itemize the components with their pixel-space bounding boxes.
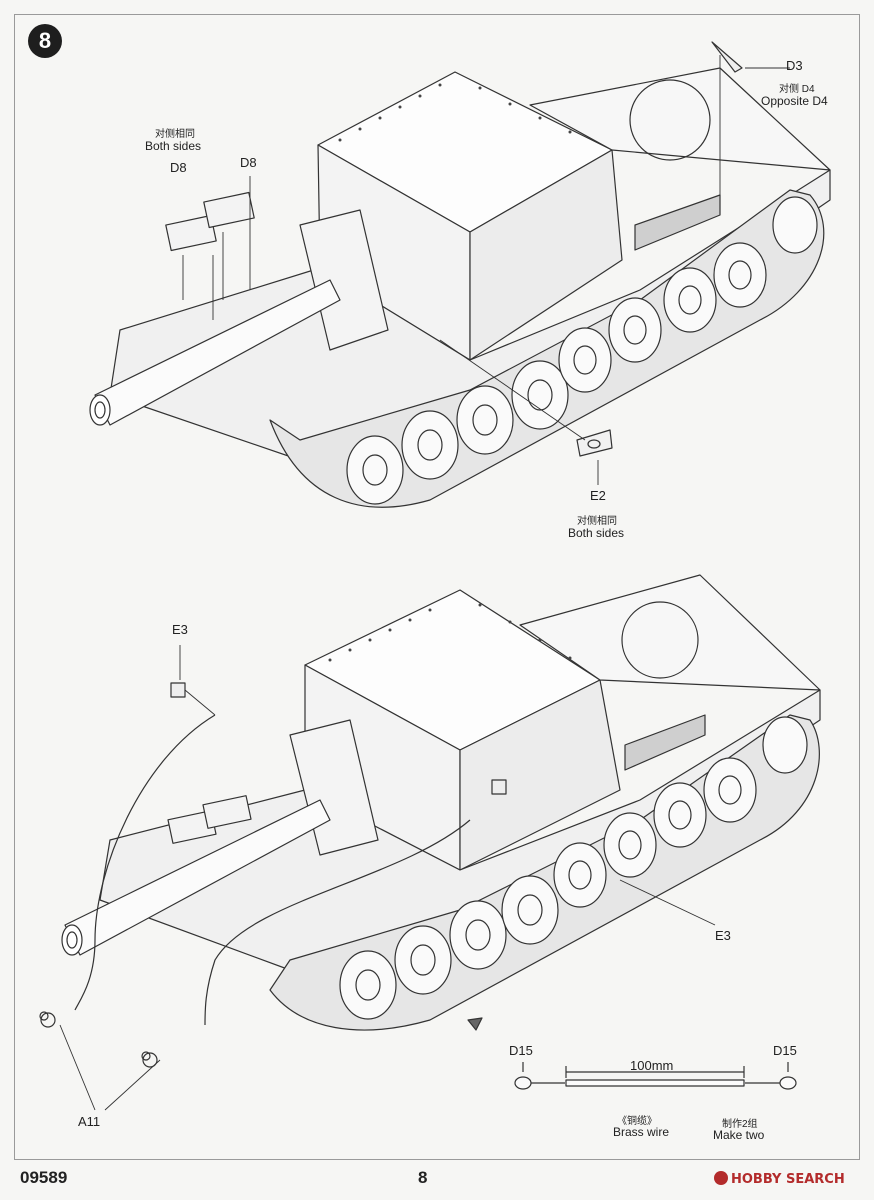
brass-wire-detail xyxy=(514,1062,797,1090)
wire-note-cn: 《铜缆》 xyxy=(617,1116,657,1127)
page-number: 8 xyxy=(418,1168,428,1187)
callout-d3: D3 xyxy=(786,58,803,73)
callout-e3-top: E3 xyxy=(172,622,188,637)
callout-a11: A11 xyxy=(78,1114,101,1129)
hobby-search-icon xyxy=(714,1171,728,1185)
callout-e2-note-en: Both sides xyxy=(568,526,625,540)
callout-d8-left-note-en: Both sides xyxy=(145,139,202,153)
callout-d8-left: D8 xyxy=(170,160,187,175)
callout-d3-note-en: Opposite D4 xyxy=(761,94,828,108)
callout-d15-left: D15 xyxy=(509,1043,533,1058)
callout-e3-right: E3 xyxy=(715,928,731,943)
product-code: 09589 xyxy=(20,1168,68,1187)
make-note-cn: 制作2组 xyxy=(722,1119,758,1130)
callout-d3-note-cn: 对侧 D4 xyxy=(779,84,815,95)
page-frame xyxy=(14,14,860,1160)
make-note-en: Make two xyxy=(713,1128,765,1142)
wire-note-en: Brass wire xyxy=(613,1125,670,1139)
callout-e2-note-cn: 对侧相同 xyxy=(577,516,617,527)
callout-d8-left-note-cn: 对侧相同 xyxy=(155,129,195,140)
wire-length: 100mm xyxy=(630,1058,674,1073)
watermark-logo: HOBBY SEARCH xyxy=(714,1171,845,1187)
step-number-badge: 8 xyxy=(28,24,62,58)
watermark-text: HOBBY SEARCH xyxy=(731,1172,845,1187)
callout-e2: E2 xyxy=(590,488,606,503)
callout-d15-right: D15 xyxy=(773,1043,797,1058)
callout-d8-right: D8 xyxy=(240,155,257,170)
top-vehicle-drawing xyxy=(89,41,831,508)
bottom-vehicle-drawing xyxy=(39,574,821,1068)
